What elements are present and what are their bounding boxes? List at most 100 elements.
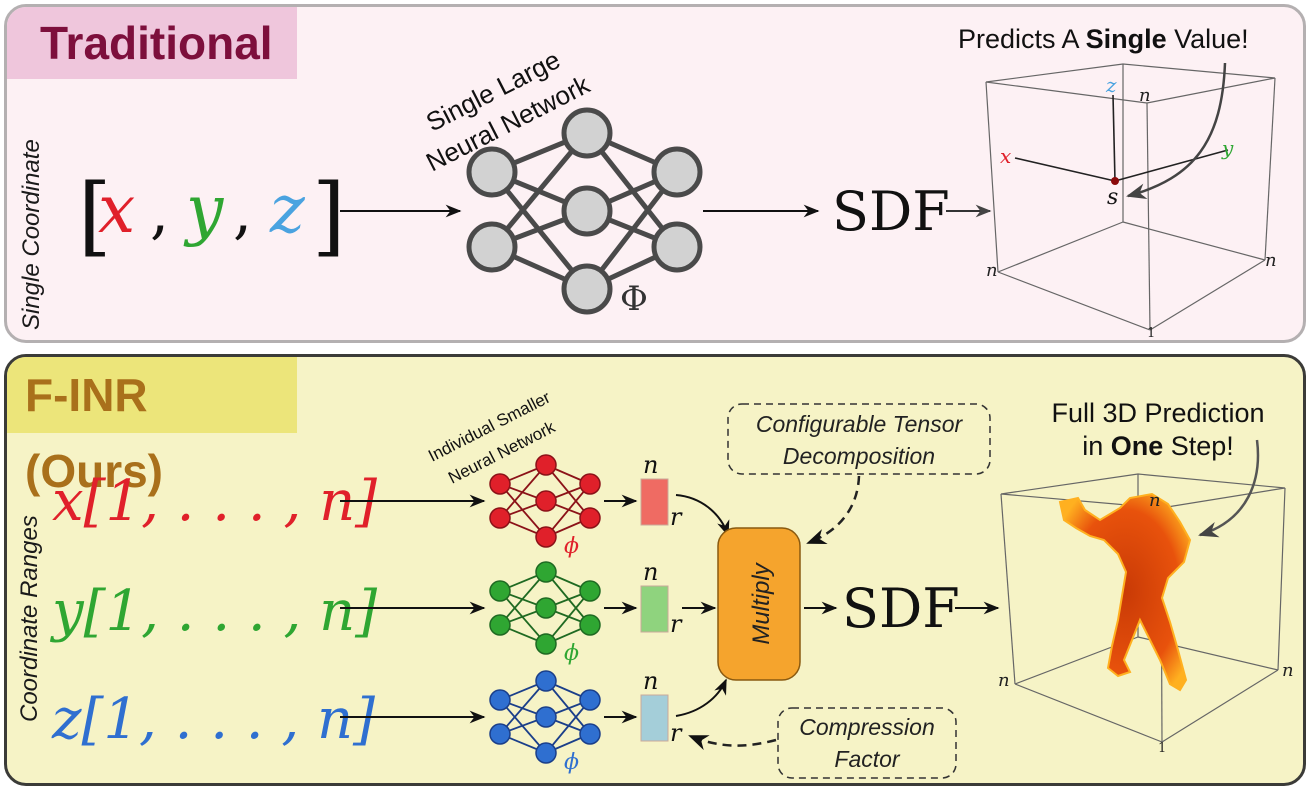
predicted-3d-shape — [1058, 492, 1192, 692]
neuron — [579, 689, 601, 711]
sample-point — [1111, 177, 1119, 185]
input-vector: [ x , y , z ] — [78, 166, 346, 266]
neuron — [489, 580, 511, 602]
cube-axes — [1014, 94, 1229, 182]
multiply-label: Multiply — [748, 561, 775, 644]
compression-note-line1: Compression — [799, 714, 935, 740]
neuron — [535, 490, 557, 512]
neuron — [651, 221, 703, 273]
compression-note-line2: Factor — [834, 746, 901, 772]
single-value-callout: Predicts A Single Value! — [958, 24, 1249, 54]
large-neural-network — [466, 107, 703, 315]
factor-dim-r: r — [670, 719, 683, 747]
network-edge — [545, 464, 591, 519]
sdf-output-top: SDF — [832, 180, 950, 243]
neuron — [579, 580, 601, 602]
factor-matrix-z — [640, 694, 669, 742]
neuron — [535, 454, 557, 476]
cube-corner-n-right: n — [1265, 250, 1277, 271]
factor-dim-n: n — [643, 558, 658, 586]
factor-dim-r: r — [670, 610, 683, 638]
volume-corner-n-top: n — [1149, 490, 1161, 511]
network-edge — [499, 571, 547, 626]
neuron — [489, 473, 511, 495]
factor-matrix-x — [640, 478, 669, 526]
network-edge — [499, 590, 547, 645]
phi-symbol: Φ — [620, 279, 648, 319]
network-edge — [499, 680, 547, 735]
arrow-fx-to-multiply — [675, 494, 730, 537]
cube-axis-z: z — [1105, 73, 1117, 97]
coordinate-ranges: x[1, . . . , n] y[1, . . . , n] z[1, . .… — [49, 469, 377, 752]
volume-corner-n-right: n — [1282, 660, 1294, 681]
cube-corner-n-top: n — [1139, 85, 1151, 106]
neuron — [489, 507, 511, 529]
small-phi-symbol: ϕ — [564, 750, 579, 775]
network-edge — [545, 680, 591, 735]
neuron — [489, 723, 511, 745]
network-edge — [545, 483, 591, 538]
var-z: z — [269, 171, 306, 248]
neuron — [535, 526, 557, 548]
cube-point-s: s — [1107, 185, 1118, 210]
comma-2: , — [233, 177, 252, 247]
neuron — [561, 107, 613, 159]
factor-dim-r: r — [670, 503, 683, 531]
finr-tag: F-INR (Ours) — [7, 357, 297, 497]
tensor-decomposition-box — [727, 403, 991, 475]
neuron — [579, 723, 601, 745]
callout-arrow-bottom — [1198, 439, 1260, 538]
neuron — [579, 614, 601, 636]
network-edge — [545, 571, 591, 626]
neuron — [651, 146, 703, 198]
cube-single — [985, 63, 1276, 331]
arrow-fz-to-multiply — [675, 678, 727, 717]
network-edge — [545, 590, 591, 645]
neuron — [535, 670, 557, 692]
neuron — [579, 507, 601, 529]
neuron — [579, 473, 601, 495]
callout-arrow-top — [1126, 62, 1227, 200]
network-edge — [499, 464, 547, 519]
sdf-output-bottom: SDF — [842, 577, 960, 640]
range-x: x[1, . . . , n] — [52, 469, 377, 534]
volume-corner-n-left: n — [998, 670, 1010, 691]
var-x: x — [98, 171, 135, 248]
full-prediction-callout-line2: in One Step! — [1082, 431, 1234, 461]
traditional-tag: Traditional — [7, 7, 297, 79]
neuron — [561, 185, 613, 237]
multiply-box — [717, 527, 801, 681]
small-network-x: ϕ — [489, 454, 601, 559]
tensor-arrow — [806, 475, 861, 545]
small-phi-symbol: ϕ — [564, 641, 579, 666]
small-networks: ϕ ϕ ϕ — [489, 454, 601, 775]
cube-corner-1: 1 — [1147, 326, 1155, 341]
factor-dim-n: n — [643, 667, 658, 695]
neuron — [535, 597, 557, 619]
neuron — [535, 706, 557, 728]
small-phi-symbol: ϕ — [564, 534, 579, 559]
cube-corner-n-left: n — [986, 260, 998, 281]
bracket-open: [ — [78, 166, 112, 266]
compression-arrow — [688, 734, 777, 751]
small-network-z: ϕ — [489, 670, 601, 775]
cube-axis-y: y — [1221, 136, 1234, 160]
comma-1: , — [150, 177, 169, 247]
neuron — [466, 221, 518, 273]
compression-factor-box — [777, 707, 957, 779]
neuron — [489, 614, 511, 636]
var-y: y — [183, 171, 224, 248]
network-edge — [499, 483, 547, 538]
range-z: z[1, . . . , n] — [51, 687, 375, 752]
neuron — [489, 689, 511, 711]
volume-corner-1: 1 — [1158, 741, 1166, 756]
neuron — [535, 633, 557, 655]
neuron — [535, 742, 557, 764]
range-y: y[1, . . . , n] — [49, 579, 377, 644]
small-network-y: ϕ — [489, 561, 601, 666]
neuron — [535, 561, 557, 583]
full-prediction-callout-line1: Full 3D Prediction — [1051, 398, 1264, 428]
bracket-close: ] — [312, 166, 346, 266]
